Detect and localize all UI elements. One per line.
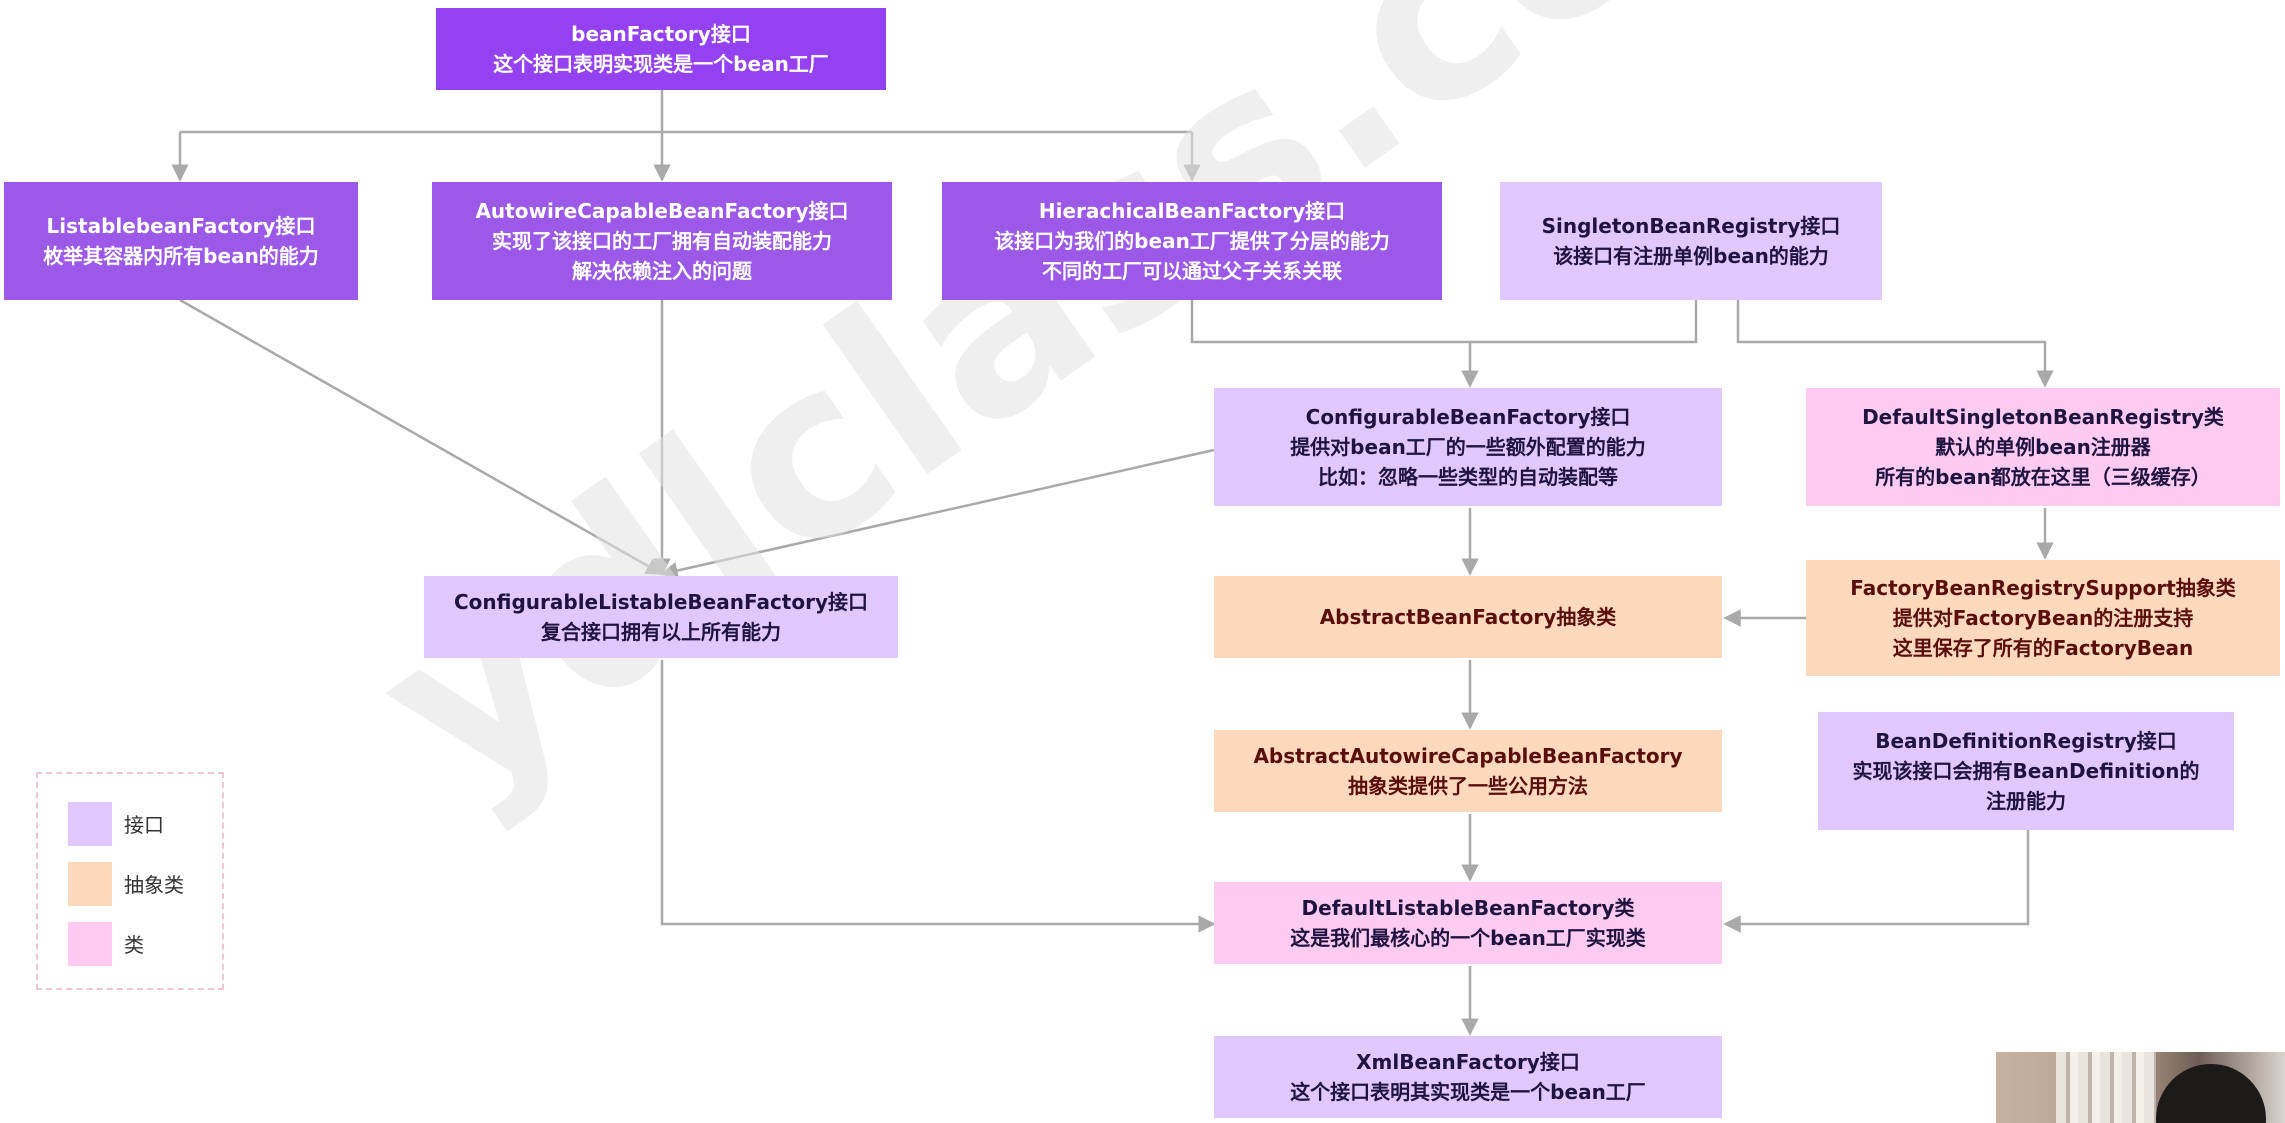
edge-bean-definition-to-default-listable [1723,830,2030,933]
node-description: 枚举其容器内所有bean的能力 [43,244,319,268]
node-title: ConfigurableBeanFactory接口 [1305,405,1631,429]
node-description: 该接口有注册单例bean的能力 [1553,244,1829,268]
node-description: 不同的工厂可以通过父子关系关联 [1042,259,1342,283]
node-description: 这个接口表明其实现类是一个bean工厂 [1290,1080,1646,1104]
edge-singleton-to-default-singleton [1736,300,2054,388]
node-title: DefaultSingletonBeanRegistry类 [1862,405,2224,429]
node-title: XmlBeanFactory接口 [1356,1050,1580,1074]
edge-listable-to-configurable-listable [179,298,664,576]
legend: 接口 抽象类 类 [36,772,224,990]
node-xml-bean-factory[interactable]: XmlBeanFactory接口 这个接口表明其实现类是一个bean工厂 [1214,1036,1722,1118]
legend-item-interface: 接口 [68,802,228,846]
node-description: 这是我们最核心的一个bean工厂实现类 [1290,926,1646,950]
node-description: 实现了该接口的工厂拥有自动装配能力 [492,229,832,253]
node-autowire-capable-bean-factory[interactable]: AutowireCapableBeanFactory接口 实现了该接口的工厂拥有… [432,182,892,300]
node-title: HierachicalBeanFactory接口 [1038,199,1346,223]
node-title: AbstractAutowireCapableBeanFactory [1253,744,1683,768]
node-title: AutowireCapableBeanFactory接口 [475,199,849,223]
node-title: BeanDefinitionRegistry接口 [1875,729,2177,753]
node-title: AbstractBeanFactory抽象类 [1319,605,1617,629]
presenter-head [2156,1064,2266,1123]
node-title: SingletonBeanRegistry接口 [1541,214,1841,238]
edge-configurable-listable-to-default-listable [660,660,1216,933]
node-listable-bean-factory[interactable]: ListablebeanFactory接口 枚举其容器内所有bean的能力 [4,182,358,300]
node-description: 抽象类提供了一些公用方法 [1348,774,1588,798]
bookshelf-background [2056,1052,2156,1123]
legend-label: 接口 [124,813,164,837]
node-description: 实现该接口会拥有BeanDefinition的 [1852,759,2200,783]
node-description: 该接口为我们的bean工厂提供了分层的能力 [994,229,1390,253]
node-description: 注册能力 [1986,789,2066,813]
node-title: beanFactory接口 [571,22,751,46]
webcam-overlay [1996,1052,2285,1123]
node-title: ConfigurableListableBeanFactory接口 [453,590,868,614]
node-title: FactoryBeanRegistrySupport抽象类 [1850,576,2236,600]
node-bean-definition-registry[interactable]: BeanDefinitionRegistry接口 实现该接口会拥有BeanDef… [1818,712,2234,830]
legend-label: 类 [124,933,144,957]
node-description: 提供对bean工厂的一些额外配置的能力 [1290,435,1646,459]
legend-swatch [68,802,112,846]
node-bean-factory[interactable]: beanFactory接口 这个接口表明实现类是一个bean工厂 [436,8,886,90]
legend-item-abstract-class: 抽象类 [68,862,228,906]
node-configurable-bean-factory[interactable]: ConfigurableBeanFactory接口 提供对bean工厂的一些额外… [1214,388,1722,506]
node-abstract-autowire-capable-bean-factory[interactable]: AbstractAutowireCapableBeanFactory 抽象类提供… [1214,730,1722,812]
node-default-listable-bean-factory[interactable]: DefaultListableBeanFactory类 这是我们最核心的一个be… [1214,882,1722,964]
edge-hierachical-to-configurable [1190,300,1470,344]
node-description: 复合接口拥有以上所有能力 [541,620,781,644]
node-description: 这里保存了所有的FactoryBean [1892,636,2194,660]
node-description: 所有的bean都放在这里（三级缓存） [1875,465,2211,489]
node-title: ListablebeanFactory接口 [46,214,316,238]
legend-label: 抽象类 [124,873,184,897]
node-configurable-listable-bean-factory[interactable]: ConfigurableListableBeanFactory接口 复合接口拥有… [424,576,898,658]
node-description: 提供对FactoryBean的注册支持 [1892,606,2194,630]
node-description: 比如：忽略一些类型的自动装配等 [1318,465,1618,489]
node-abstract-bean-factory[interactable]: AbstractBeanFactory抽象类 [1214,576,1722,658]
legend-item-class: 类 [68,922,228,966]
node-singleton-bean-registry[interactable]: SingletonBeanRegistry接口 该接口有注册单例bean的能力 [1500,182,1882,300]
node-description: 默认的单例bean注册器 [1935,435,2151,459]
legend-swatch [68,922,112,966]
edge-configurable-to-configurable-listable [660,448,1215,580]
edge-singleton-to-configurable [1461,300,1698,388]
node-default-singleton-bean-registry[interactable]: DefaultSingletonBeanRegistry类 默认的单例bean注… [1806,388,2280,506]
node-description: 解决依赖注入的问题 [572,259,752,283]
node-factory-bean-registry-support[interactable]: FactoryBeanRegistrySupport抽象类 提供对Factory… [1806,560,2280,676]
node-hierachical-bean-factory[interactable]: HierachicalBeanFactory接口 该接口为我们的bean工厂提供… [942,182,1442,300]
node-description: 这个接口表明实现类是一个bean工厂 [493,52,829,76]
legend-swatch [68,862,112,906]
node-title: DefaultListableBeanFactory类 [1301,896,1635,920]
